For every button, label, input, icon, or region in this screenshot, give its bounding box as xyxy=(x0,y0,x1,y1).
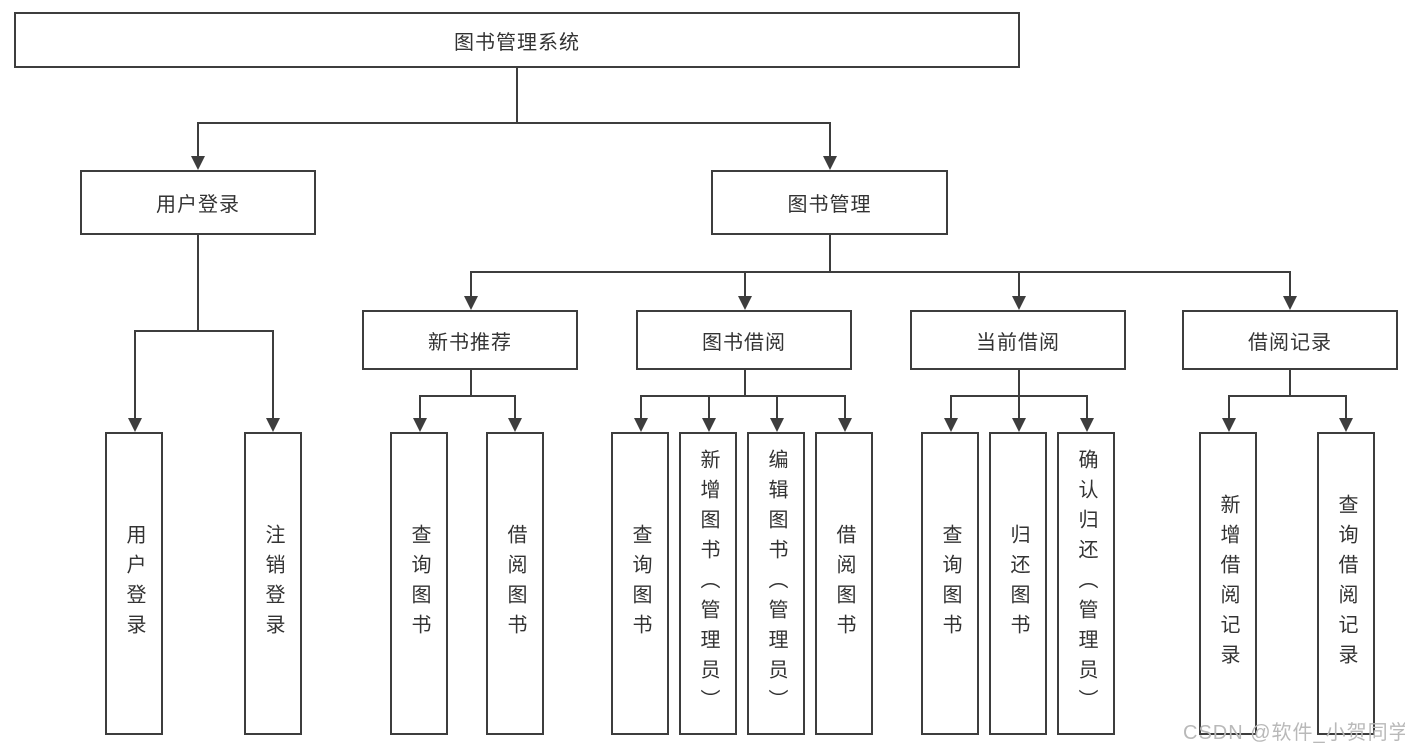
leaf-add-borrow-record: 新增借阅记录 xyxy=(1199,432,1257,735)
arrow-down-icon xyxy=(191,156,205,170)
arrow-down-icon xyxy=(1339,418,1353,432)
connector-to-currentborrow xyxy=(1018,271,1020,296)
node-borrow-records: 借阅记录 xyxy=(1182,310,1398,370)
connector-records-drop xyxy=(1289,370,1291,395)
connector-newbook-drop xyxy=(470,370,472,395)
arrow-down-icon xyxy=(508,418,522,432)
connector-leaf xyxy=(1345,395,1347,418)
leaf-query-book-current: 查询图书 xyxy=(921,432,979,735)
leaf-add-book-admin: 新增图书（管理员） xyxy=(679,432,737,735)
arrow-down-icon xyxy=(1012,296,1026,310)
connector-leaf xyxy=(776,395,778,418)
leaf-borrow-book-borrow: 借阅图书 xyxy=(815,432,873,735)
connector-to-newbook xyxy=(470,271,472,296)
connector-bookmgmt-rail xyxy=(470,271,1291,273)
leaf-edit-book-admin: 编辑图书（管理员） xyxy=(747,432,805,735)
csdn-watermark: CSDN @软件_小贺同学 xyxy=(1183,722,1405,744)
connector-leaf xyxy=(950,395,952,418)
connector-to-book-mgmt xyxy=(829,122,831,156)
leaf-confirm-return-admin: 确认归还（管理员） xyxy=(1057,432,1115,735)
connector-to-leaf-logout xyxy=(272,330,274,418)
connector-root-rail xyxy=(197,122,831,124)
arrow-down-icon xyxy=(1080,418,1094,432)
node-current-borrow: 当前借阅 xyxy=(910,310,1126,370)
connector-to-bookborrow xyxy=(744,271,746,296)
leaf-logout: 注销登录 xyxy=(244,432,302,735)
connector-bookborrow-rail xyxy=(640,395,845,397)
arrow-down-icon xyxy=(838,418,852,432)
leaf-query-borrow-record: 查询借阅记录 xyxy=(1317,432,1375,735)
connector-records-rail xyxy=(1228,395,1347,397)
leaf-return-book: 归还图书 xyxy=(989,432,1047,735)
node-new-book-recommend: 新书推荐 xyxy=(362,310,578,370)
connector-leaf xyxy=(844,395,846,418)
arrow-down-icon xyxy=(1222,418,1236,432)
node-library-system: 图书管理系统 xyxy=(14,12,1020,68)
arrow-down-icon xyxy=(634,418,648,432)
connector-leaf xyxy=(514,395,516,418)
leaf-query-book-borrow: 查询图书 xyxy=(611,432,669,735)
arrow-down-icon xyxy=(770,418,784,432)
connector-to-user-login xyxy=(197,122,199,156)
node-user-login: 用户登录 xyxy=(80,170,316,235)
arrow-down-icon xyxy=(944,418,958,432)
connector-bookborrow-drop xyxy=(744,370,746,395)
node-book-management: 图书管理 xyxy=(711,170,948,235)
node-book-borrow: 图书借阅 xyxy=(636,310,852,370)
arrow-down-icon xyxy=(1283,296,1297,310)
arrow-down-icon xyxy=(702,418,716,432)
connector-to-leaf-user-login xyxy=(134,330,136,418)
leaf-borrow-book-newbook: 借阅图书 xyxy=(486,432,544,735)
connector-leaf xyxy=(419,395,421,418)
arrow-down-icon xyxy=(1012,418,1026,432)
connector-to-borrowrecords xyxy=(1289,271,1291,296)
arrow-down-icon xyxy=(413,418,427,432)
leaf-user-login: 用户登录 xyxy=(105,432,163,735)
arrow-down-icon xyxy=(266,418,280,432)
connector-leaf xyxy=(1228,395,1230,418)
connector-root-drop xyxy=(516,68,518,122)
arrow-down-icon xyxy=(823,156,837,170)
arrow-down-icon xyxy=(464,296,478,310)
connector-bookmgmt-drop xyxy=(829,235,831,271)
connector-currentborrow-drop xyxy=(1018,370,1020,395)
connector-leaf xyxy=(1086,395,1088,418)
connector-leaf xyxy=(1018,395,1020,418)
connector-newbook-rail xyxy=(419,395,516,397)
arrow-down-icon xyxy=(128,418,142,432)
connector-userlogin-rail xyxy=(134,330,274,332)
connector-leaf xyxy=(708,395,710,418)
connector-userlogin-drop xyxy=(197,235,199,330)
leaf-query-book-newbook: 查询图书 xyxy=(390,432,448,735)
connector-leaf xyxy=(640,395,642,418)
arrow-down-icon xyxy=(738,296,752,310)
